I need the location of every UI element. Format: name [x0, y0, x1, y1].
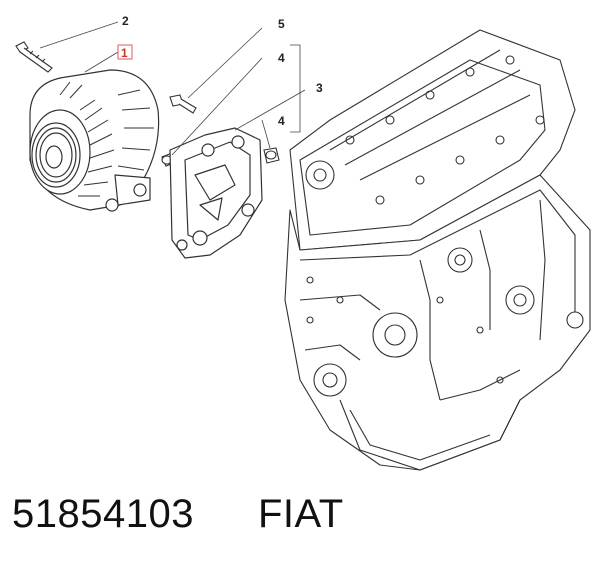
part-number: 51854103: [12, 492, 194, 536]
callout-4a: 4: [278, 51, 285, 65]
alternator-bracket: [169, 127, 263, 259]
callout-2: 2: [122, 14, 129, 28]
callout-3: 3: [316, 81, 323, 95]
brand-name: FIAT: [257, 492, 344, 536]
callout-5: 5: [278, 17, 285, 31]
bolt-part-5: [169, 94, 197, 114]
leader-lines: [39, 21, 306, 156]
callout-4b: 4: [278, 114, 285, 128]
exploded-parts-diagram: 1 2 3 4 4 5: [15, 14, 591, 471]
footer-caption: 51854103 FIAT: [12, 492, 344, 537]
bolt-part-2: [15, 41, 53, 73]
callout-1-highlight: [117, 44, 133, 60]
callout-1: 1: [121, 46, 128, 60]
alternator: [29, 69, 160, 212]
engine-block: [284, 29, 591, 471]
bushing-part-4b: [263, 147, 280, 164]
